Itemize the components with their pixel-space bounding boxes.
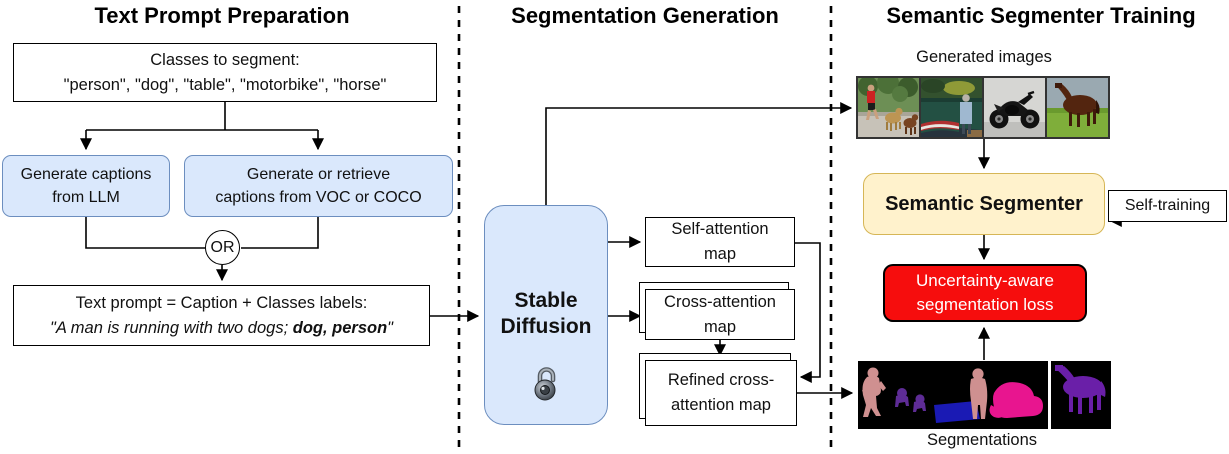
cross-attention-line1: Cross-attention (664, 292, 776, 311)
title-segmentation-generation: Segmentation Generation (511, 3, 779, 28)
title-text-prompt-preparation: Text Prompt Preparation (94, 3, 350, 28)
voc-line2: captions from VOC or COCO (215, 189, 422, 206)
generated-images-label: Generated images (916, 48, 1052, 66)
or-label: OR (210, 238, 235, 256)
loss-line1: Uncertainty-aware (916, 271, 1054, 290)
segmentation-map-people-dogs-table-motorbike (858, 361, 1048, 429)
refined-line2: attention map (671, 396, 771, 414)
uncertainty-loss-box: Uncertainty-aware segmentation loss (883, 264, 1087, 322)
refined-line1: Refined cross- (667, 371, 775, 389)
refined-cross-attention-map-box: Refined cross- attention map (645, 360, 797, 426)
segmentation-map-horse (1051, 361, 1111, 429)
self-training-label: Self-training (1124, 197, 1211, 214)
loss-line2: segmentation loss (916, 295, 1054, 314)
text-prompt-box: Text prompt = Caption + Classes labels: … (13, 285, 430, 346)
prompt-quote-prefix: "A man is running with two dogs; (49, 318, 293, 337)
segmentations-strip (858, 361, 1111, 429)
stable-diffusion-line1: Stable (514, 289, 578, 312)
prompt-quote: "A man is running with two dogs; dog, pe… (50, 316, 393, 341)
generated-images-strip (856, 76, 1110, 139)
self-attention-line2: map (703, 245, 737, 263)
self-training-box: Self-training (1108, 190, 1227, 222)
generated-image-brown-horse (1047, 78, 1108, 137)
llm-line2: from LLM (52, 189, 120, 206)
or-junction: OR (205, 230, 240, 265)
lock-icon (534, 367, 556, 401)
cross-attention-map-box: Cross-attention map (645, 289, 795, 340)
generated-image-black-motorcycle (984, 78, 1045, 137)
cross-attention-line2: map (703, 317, 737, 336)
stable-diffusion-box: Stable Diffusion (484, 205, 608, 425)
prompt-line1: Text prompt = Caption + Classes labels: (75, 293, 368, 312)
prompt-quote-suffix: " (387, 318, 394, 337)
semantic-segmenter-box: Semantic Segmenter (863, 173, 1105, 235)
generate-retrieve-voc-coco-box: Generate or retrieve captions from VOC o… (184, 155, 453, 217)
self-attention-line1: Self-attention (671, 220, 769, 238)
self-attention-map-box: Self-attention map (645, 217, 795, 267)
generated-image-man-running-with-dogs (858, 78, 919, 137)
semantic-segmenter-label: Semantic Segmenter (885, 192, 1083, 215)
segmentations-label: Segmentations (926, 431, 1038, 449)
voc-line1: Generate or retrieve (246, 166, 391, 183)
generate-captions-llm-box: Generate captions from LLM (2, 155, 170, 217)
prompt-quote-classes: dog, person (292, 318, 388, 337)
classes-to-segment-box: Classes to segment: "person", "dog", "ta… (13, 43, 437, 102)
stable-diffusion-line2: Diffusion (500, 315, 592, 338)
title-semantic-segmenter-training: Semantic Segmenter Training (886, 3, 1196, 28)
generated-image-man-by-lake (921, 78, 982, 137)
classes-line2: "person", "dog", "table", "motorbike", "… (63, 75, 387, 94)
llm-line1: Generate captions (20, 166, 152, 183)
classes-line1: Classes to segment: (150, 50, 300, 69)
